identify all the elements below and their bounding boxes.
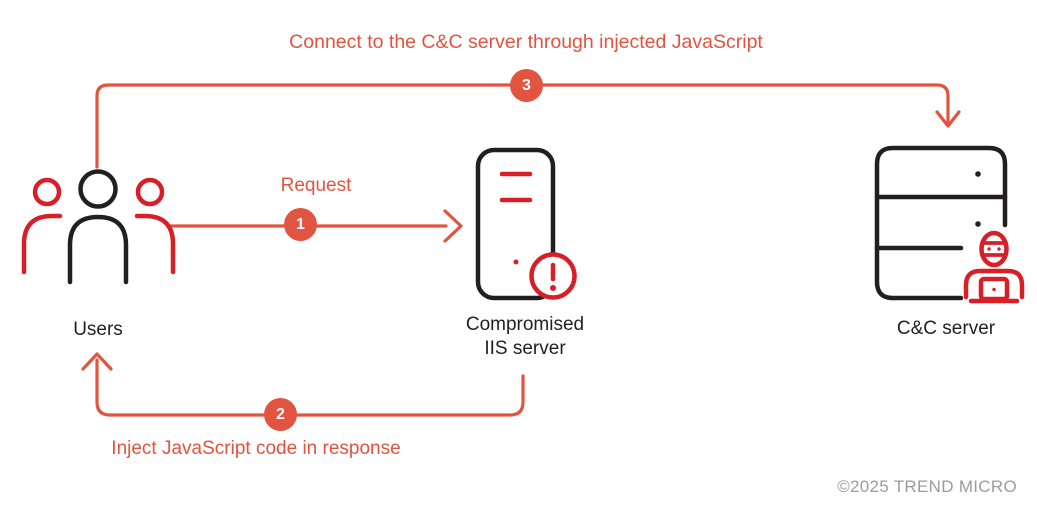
iis-server-node-label: Compromised IIS server bbox=[465, 314, 585, 359]
users-icon bbox=[21, 169, 176, 285]
left-user-head bbox=[32, 177, 62, 207]
step3-annotation: Connect to the C&C server through inject… bbox=[289, 31, 763, 53]
server-led-dot bbox=[513, 259, 519, 265]
arrowhead-up-icon bbox=[81, 352, 113, 371]
step2-annotation: Inject JavaScript code in response bbox=[111, 438, 401, 459]
server-stack-body bbox=[874, 145, 1008, 301]
left-user-body bbox=[21, 213, 63, 275]
arrowhead-down-icon bbox=[935, 110, 961, 128]
cnc-server-node-label: C&C server bbox=[896, 318, 996, 339]
step2-arrow bbox=[81, 352, 525, 417]
alert-icon bbox=[529, 252, 577, 300]
hacker-head bbox=[979, 230, 1009, 268]
copyright-text: ©2025 TREND MICRO bbox=[837, 477, 1017, 496]
step-3-badge: 3 bbox=[510, 69, 543, 102]
arrowhead-right-icon bbox=[443, 209, 463, 243]
step-1-badge: 1 bbox=[284, 208, 317, 241]
users-node-label: Users bbox=[73, 319, 123, 340]
right-user-body bbox=[134, 213, 176, 275]
hacker-eye-dot bbox=[987, 247, 991, 251]
server-led-dot bbox=[975, 221, 981, 227]
center-user-body bbox=[67, 214, 129, 285]
step-2-badge: 2 bbox=[264, 398, 297, 431]
center-user-head bbox=[78, 169, 118, 209]
tower-server-body bbox=[475, 147, 556, 301]
hacker-icon bbox=[963, 230, 1025, 304]
compromised-iis-server-icon bbox=[475, 147, 577, 301]
server-led-dot bbox=[975, 171, 981, 177]
cnc-server-icon bbox=[874, 145, 1025, 304]
right-user-head bbox=[135, 177, 165, 207]
laptop-dot bbox=[992, 287, 996, 292]
hacker-eye-dot bbox=[997, 247, 1001, 251]
step1-annotation: Request bbox=[280, 175, 352, 196]
